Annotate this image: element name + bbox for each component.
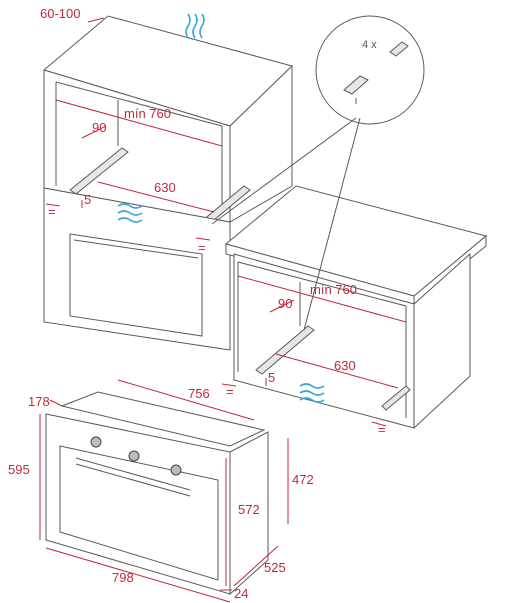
dim-oven-depth-top: 178 [28, 394, 50, 409]
lower-rail-left [255, 325, 315, 375]
dim-upper-rail-offset: 5 [84, 192, 91, 207]
dim-lower-cabinet-depth: 90 [278, 296, 292, 311]
equal-marker-lines [45, 203, 387, 427]
dim-oven-body-width: 756 [188, 386, 210, 401]
dim-upper-cabinet-depth: 90 [92, 120, 106, 135]
airflow-icon-top [185, 13, 205, 39]
dim-lower-rail-length: 630 [334, 358, 356, 373]
equal-marker: = [48, 204, 56, 219]
detail-multiplier: 4 x [362, 39, 377, 51]
lower-cabinet [224, 185, 488, 430]
built-in-oven-front [43, 187, 231, 351]
dim-oven-body-height: 572 [238, 502, 260, 517]
upper-rail-left [69, 147, 129, 195]
equal-marker: = [226, 384, 234, 399]
oven-unit [45, 391, 269, 596]
dim-oven-panel-thickness: 24 [234, 586, 248, 601]
oven-knob-right [170, 464, 182, 476]
rail-detail-callout: 4 x [211, 15, 425, 331]
equal-marker: = [378, 422, 386, 437]
upper-cabinet [42, 15, 293, 223]
oven-knob-left [90, 436, 102, 448]
dim-lower-cabinet-min-width: mín 760 [310, 282, 357, 297]
dim-oven-side-depth: 525 [264, 560, 286, 575]
equal-markers: = = = = [48, 204, 386, 437]
oven-knob-middle [128, 450, 140, 462]
airflow-icon-middle [117, 203, 143, 223]
airflow-icon-bottom [299, 383, 325, 403]
lower-rail-right [381, 385, 411, 411]
dim-top-vent-gap: 60-100 [40, 6, 80, 21]
dim-lower-rail-offset: 5 [268, 370, 275, 385]
dim-upper-cabinet-min-width: mín 760 [124, 106, 171, 121]
equal-marker: = [198, 240, 206, 255]
dimension-labels: 60-100 mín 760 90 630 5 mín 760 90 630 5… [8, 6, 357, 601]
dim-oven-front-width: 798 [112, 570, 134, 585]
dim-oven-front-height: 595 [8, 462, 30, 477]
dim-upper-rail-length: 630 [154, 180, 176, 195]
dimension-lines [39, 17, 407, 603]
dim-oven-side-height: 472 [292, 472, 314, 487]
